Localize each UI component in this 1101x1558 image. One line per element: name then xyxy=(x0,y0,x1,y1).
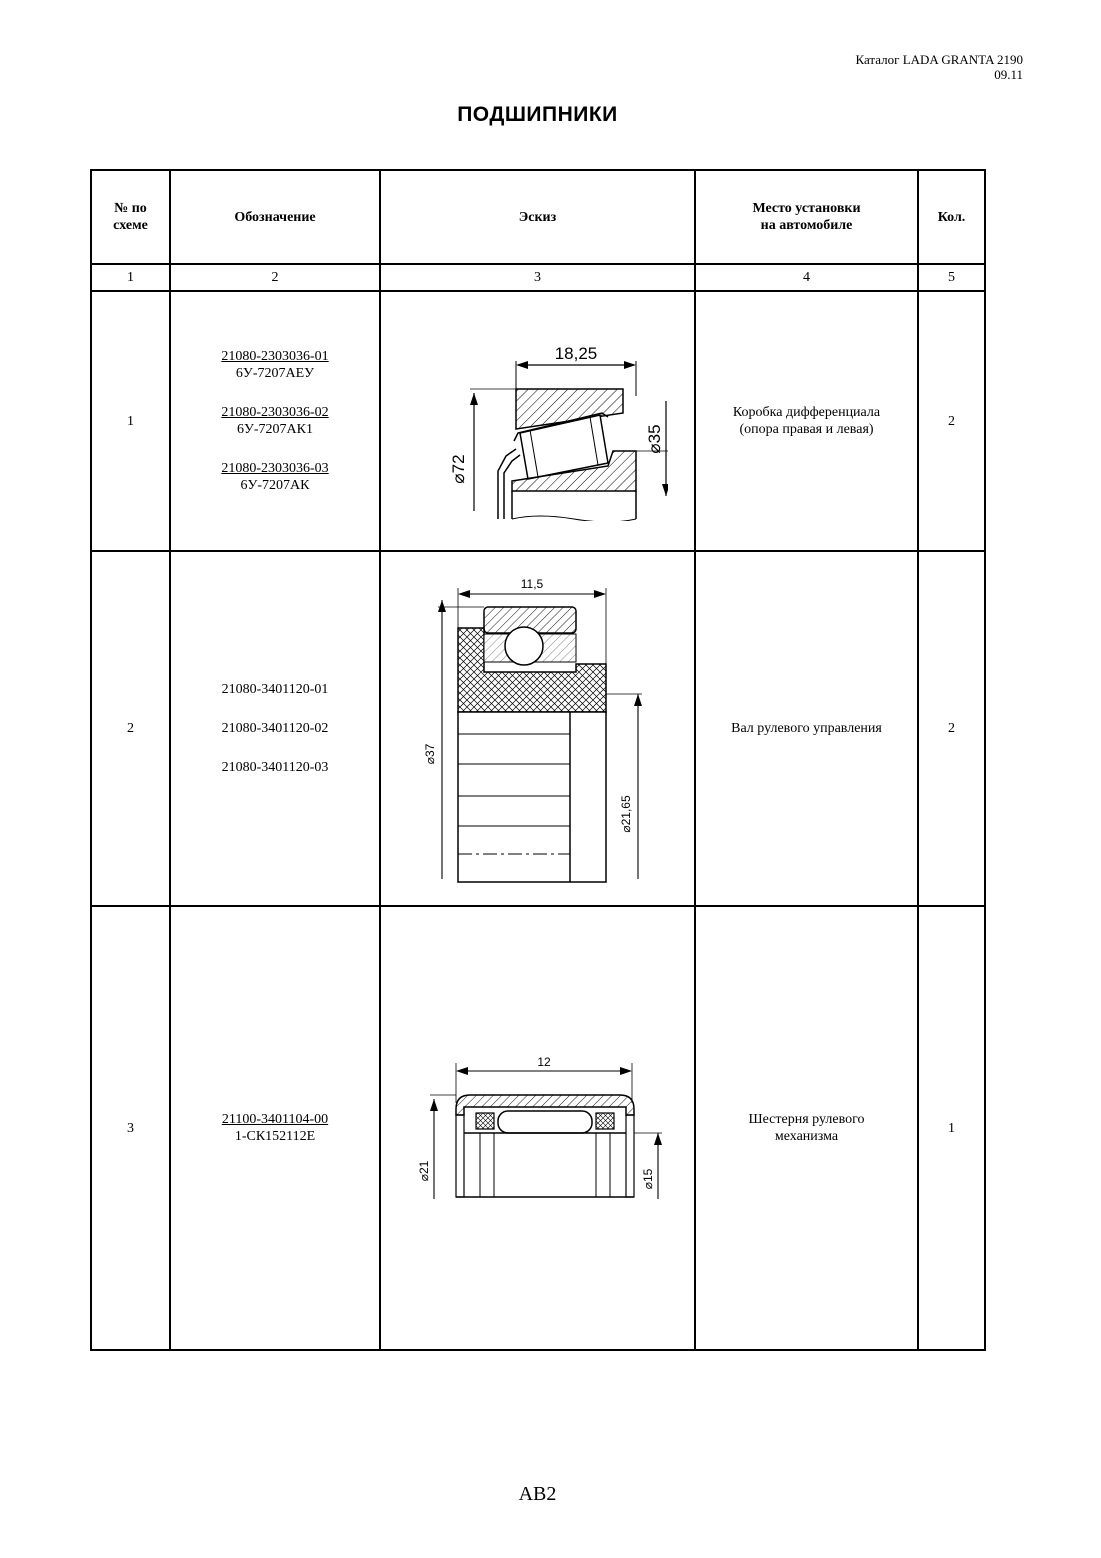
sketch-cell: 11,5 ⌀37 xyxy=(379,550,696,907)
dim-inner-diameter: ⌀35 xyxy=(645,424,664,453)
bearings-table: № по схеме Обозначение Эскиз Место устан… xyxy=(90,169,986,1351)
part-designations: 21080-3401120-01 21080-3401120-02 21080-… xyxy=(169,550,381,907)
dim-width: 12 xyxy=(537,1055,551,1069)
tapered-roller-bearing-sketch: 18,25 xyxy=(449,344,668,521)
column-number-row: 1 2 3 4 5 xyxy=(90,263,986,292)
place-line: Шестерня рулевого xyxy=(748,1112,865,1127)
place-line: Вал рулевого управления xyxy=(731,721,882,736)
column-number: 2 xyxy=(169,263,381,292)
header-designation: Обозначение xyxy=(169,169,381,265)
part-number: 21080-2303036-02 xyxy=(221,405,329,420)
sketch-cell: 18,25 xyxy=(379,290,696,552)
page-number: АВ2 xyxy=(518,1483,557,1505)
column-number: 1 xyxy=(90,263,171,292)
part-number: 21080-2303036-01 xyxy=(221,349,329,364)
install-place: Шестерня рулевого механизма xyxy=(694,905,919,1351)
part-designations: 21080-2303036-01 6У-7207АЕУ 21080-230303… xyxy=(169,290,381,552)
part-designations: 21100-3401104-00 1-СК152112Е xyxy=(169,905,381,1351)
table-row: 3 21100-3401104-00 1-СК152112Е xyxy=(90,905,986,1351)
row-number: 1 xyxy=(90,290,171,552)
part-code: 6У-7207АК1 xyxy=(236,422,314,437)
dim-width: 11,5 xyxy=(520,577,543,591)
dim-inner-diameter: ⌀15 xyxy=(641,1168,655,1189)
quantity: 2 xyxy=(917,550,986,907)
catalog-name: Каталог LADA GRANTA 2190 xyxy=(855,52,1023,67)
part-code: 1-СК152112Е xyxy=(234,1129,316,1144)
catalog-header: Каталог LADA GRANTA 2190 09.11 xyxy=(855,52,1023,82)
dim-outer-diameter: ⌀21 xyxy=(417,1160,431,1181)
quantity: 1 xyxy=(917,905,986,1351)
sketch-cell: 12 ⌀21 xyxy=(379,905,696,1351)
part-code: 6У-7207АК xyxy=(240,478,310,493)
part-number: 21080-3401120-01 xyxy=(221,682,329,697)
catalog-date: 09.11 xyxy=(994,67,1023,82)
part-number: 21080-3401120-03 xyxy=(221,760,329,775)
quantity: 2 xyxy=(917,290,986,552)
row-number: 2 xyxy=(90,550,171,907)
part-number: 21080-2303036-03 xyxy=(221,461,329,476)
table-header-row: № по схеме Обозначение Эскиз Место устан… xyxy=(90,169,986,265)
dim-outer-diameter: ⌀72 xyxy=(449,454,468,483)
header-install-place: Место установки на автомобиле xyxy=(694,169,919,265)
header-scheme-number: № по схеме xyxy=(90,169,171,265)
place-line: Коробка дифференциала xyxy=(732,405,881,420)
column-number: 5 xyxy=(917,263,986,292)
page-title: ПОДШИПНИКИ xyxy=(457,103,618,126)
header-quantity: Кол. xyxy=(917,169,986,265)
part-number: 21080-3401120-02 xyxy=(221,721,329,736)
needle-roller-bearing-sketch: 12 ⌀21 xyxy=(417,1055,662,1199)
dim-outer-diameter: ⌀37 xyxy=(423,743,437,764)
table-row: 1 21080-2303036-01 6У-7207АЕУ 21080-2303… xyxy=(90,290,986,552)
table-row: 2 21080-3401120-01 21080-3401120-02 2108… xyxy=(90,550,986,907)
place-line: (опора правая и левая) xyxy=(739,422,874,437)
header-sketch: Эскиз xyxy=(379,169,696,265)
row-number: 3 xyxy=(90,905,171,1351)
dim-width: 18,25 xyxy=(554,344,597,363)
place-line: механизма xyxy=(774,1129,839,1144)
column-number: 4 xyxy=(694,263,919,292)
part-code: 6У-7207АЕУ xyxy=(235,366,315,381)
install-place: Коробка дифференциала (опора правая и ле… xyxy=(694,290,919,552)
ball-bearing-sketch: 11,5 ⌀37 xyxy=(423,577,642,883)
part-number: 21100-3401104-00 xyxy=(221,1112,329,1127)
column-number: 3 xyxy=(379,263,696,292)
install-place: Вал рулевого управления xyxy=(694,550,919,907)
dim-inner-diameter: ⌀21,65 xyxy=(619,795,633,833)
